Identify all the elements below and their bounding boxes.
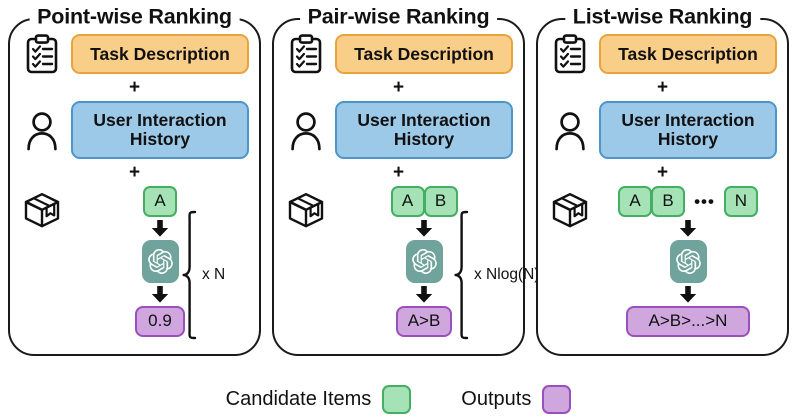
task-row: Task Description <box>284 34 513 74</box>
candidate-item: A <box>390 186 425 217</box>
panel-list-wise: List-wise Ranking Task <box>536 4 789 356</box>
history-line-2: History <box>129 129 191 149</box>
legend-item-outputs: Outputs <box>461 385 572 414</box>
history-line-1: User Interaction <box>357 110 491 131</box>
clipboard-checklist-icon <box>284 34 328 74</box>
down-arrow-icon <box>679 220 697 237</box>
history-row: User Interaction History <box>284 101 513 159</box>
panel-body-list-wise: Task Description + User Interaction Hist… <box>538 20 787 354</box>
history-slot: User Interaction History <box>71 101 249 159</box>
user-interaction-history-box: User Interaction History <box>71 101 249 159</box>
clipboard-checklist-icon <box>20 34 64 74</box>
panel-point-wise: Point-wise Ranking <box>8 4 261 356</box>
user-person-icon <box>548 109 592 151</box>
history-line-2: History <box>657 129 719 149</box>
user-person-icon <box>20 109 64 151</box>
history-slot: User Interaction History <box>335 101 513 159</box>
down-arrow-icon <box>679 286 697 303</box>
history-row: User Interaction History <box>20 101 249 159</box>
history-line-1: User Interaction <box>621 110 755 131</box>
task-description-slot: Task Description <box>71 34 249 74</box>
down-arrow-icon <box>415 286 433 303</box>
task-description-box: Task Description <box>335 34 513 74</box>
candidate-item: B <box>423 186 458 217</box>
user-interaction-history-box: User Interaction History <box>599 101 777 159</box>
task-description-slot: Task Description <box>335 34 513 74</box>
history-slot: User Interaction History <box>599 101 777 159</box>
user-person-icon <box>284 109 328 151</box>
candidate-group: A B ••• N <box>618 186 758 217</box>
plus-separator-2: + <box>128 162 141 183</box>
candidate-item: B <box>651 186 686 217</box>
candidate-group: A <box>143 186 177 217</box>
panel-title-point-wise: Point-wise Ranking <box>29 4 240 30</box>
pipeline-column: A B A> <box>390 186 458 337</box>
plus-separator-1: + <box>128 77 141 98</box>
task-description-box: Task Description <box>599 34 777 74</box>
task-row: Task Description <box>20 34 249 74</box>
multiplier-annotation: x N <box>182 210 225 340</box>
clipboard-checklist-icon <box>548 34 592 74</box>
pipeline-row: A B ••• N <box>548 186 777 337</box>
multiplier-label: x Nlog(N) <box>474 266 540 283</box>
legend: Candidate Items Outputs <box>0 385 797 414</box>
panel-body-point-wise: Task Description + User Interaction Hist… <box>10 20 259 354</box>
openai-logo-icon <box>141 240 179 283</box>
curly-brace-icon <box>454 210 469 340</box>
plus-separator-1: + <box>656 77 669 98</box>
candidate-item: N <box>723 186 758 217</box>
legend-label-outputs: Outputs <box>461 388 532 410</box>
legend-swatch-output <box>542 385 572 414</box>
legend-label-candidate-items: Candidate Items <box>225 388 372 410</box>
package-box-icon <box>548 186 592 230</box>
multiplier-annotation: x Nlog(N) <box>454 210 539 340</box>
history-line-2: History <box>393 129 455 149</box>
plus-separator-2: + <box>392 162 405 183</box>
panel-body-pair-wise: Task Description + User Interaction Hist… <box>274 20 523 354</box>
multiplier-label: x N <box>202 266 226 283</box>
pipeline-slot: A 0.9 <box>71 186 249 337</box>
pipeline-row: A 0.9 <box>20 186 249 337</box>
candidate-item: A <box>618 186 653 217</box>
down-arrow-icon <box>415 220 433 237</box>
panel-pair-wise: Pair-wise Ranking Task <box>272 4 539 356</box>
task-row: Task Description <box>548 34 777 74</box>
plus-separator-2: + <box>656 162 669 183</box>
output-box: A>B>...>N <box>626 306 750 337</box>
task-description-box: Task Description <box>71 34 249 74</box>
down-arrow-icon <box>151 286 169 303</box>
pipeline-column: A B ••• N <box>599 186 777 337</box>
output-box: A>B <box>395 306 453 337</box>
pipeline-slot: A B ••• N <box>599 186 777 337</box>
history-line-1: User Interaction <box>93 110 227 131</box>
package-box-icon <box>284 186 328 230</box>
down-arrow-icon <box>151 220 169 237</box>
task-description-slot: Task Description <box>599 34 777 74</box>
pipeline-row: A B A> <box>284 186 513 337</box>
legend-item-candidate-items: Candidate Items <box>226 385 412 414</box>
history-row: User Interaction History <box>548 101 777 159</box>
output-box: 0.9 <box>135 306 185 337</box>
legend-swatch-candidate <box>382 385 412 414</box>
openai-logo-icon <box>669 240 707 283</box>
panel-title-pair-wise: Pair-wise Ranking <box>299 4 498 30</box>
plus-separator-1: + <box>392 77 405 98</box>
user-interaction-history-box: User Interaction History <box>335 101 513 159</box>
pipeline-slot: A B A> <box>335 186 513 337</box>
openai-logo-icon <box>405 240 443 283</box>
candidate-group: A B <box>390 186 458 217</box>
panel-title-list-wise: List-wise Ranking <box>564 4 761 30</box>
curly-brace-icon <box>182 210 197 340</box>
pipeline-column: A 0.9 <box>135 186 185 337</box>
candidate-item: A <box>143 186 177 217</box>
ellipsis-label: ••• <box>694 192 715 211</box>
package-box-icon <box>20 186 64 230</box>
